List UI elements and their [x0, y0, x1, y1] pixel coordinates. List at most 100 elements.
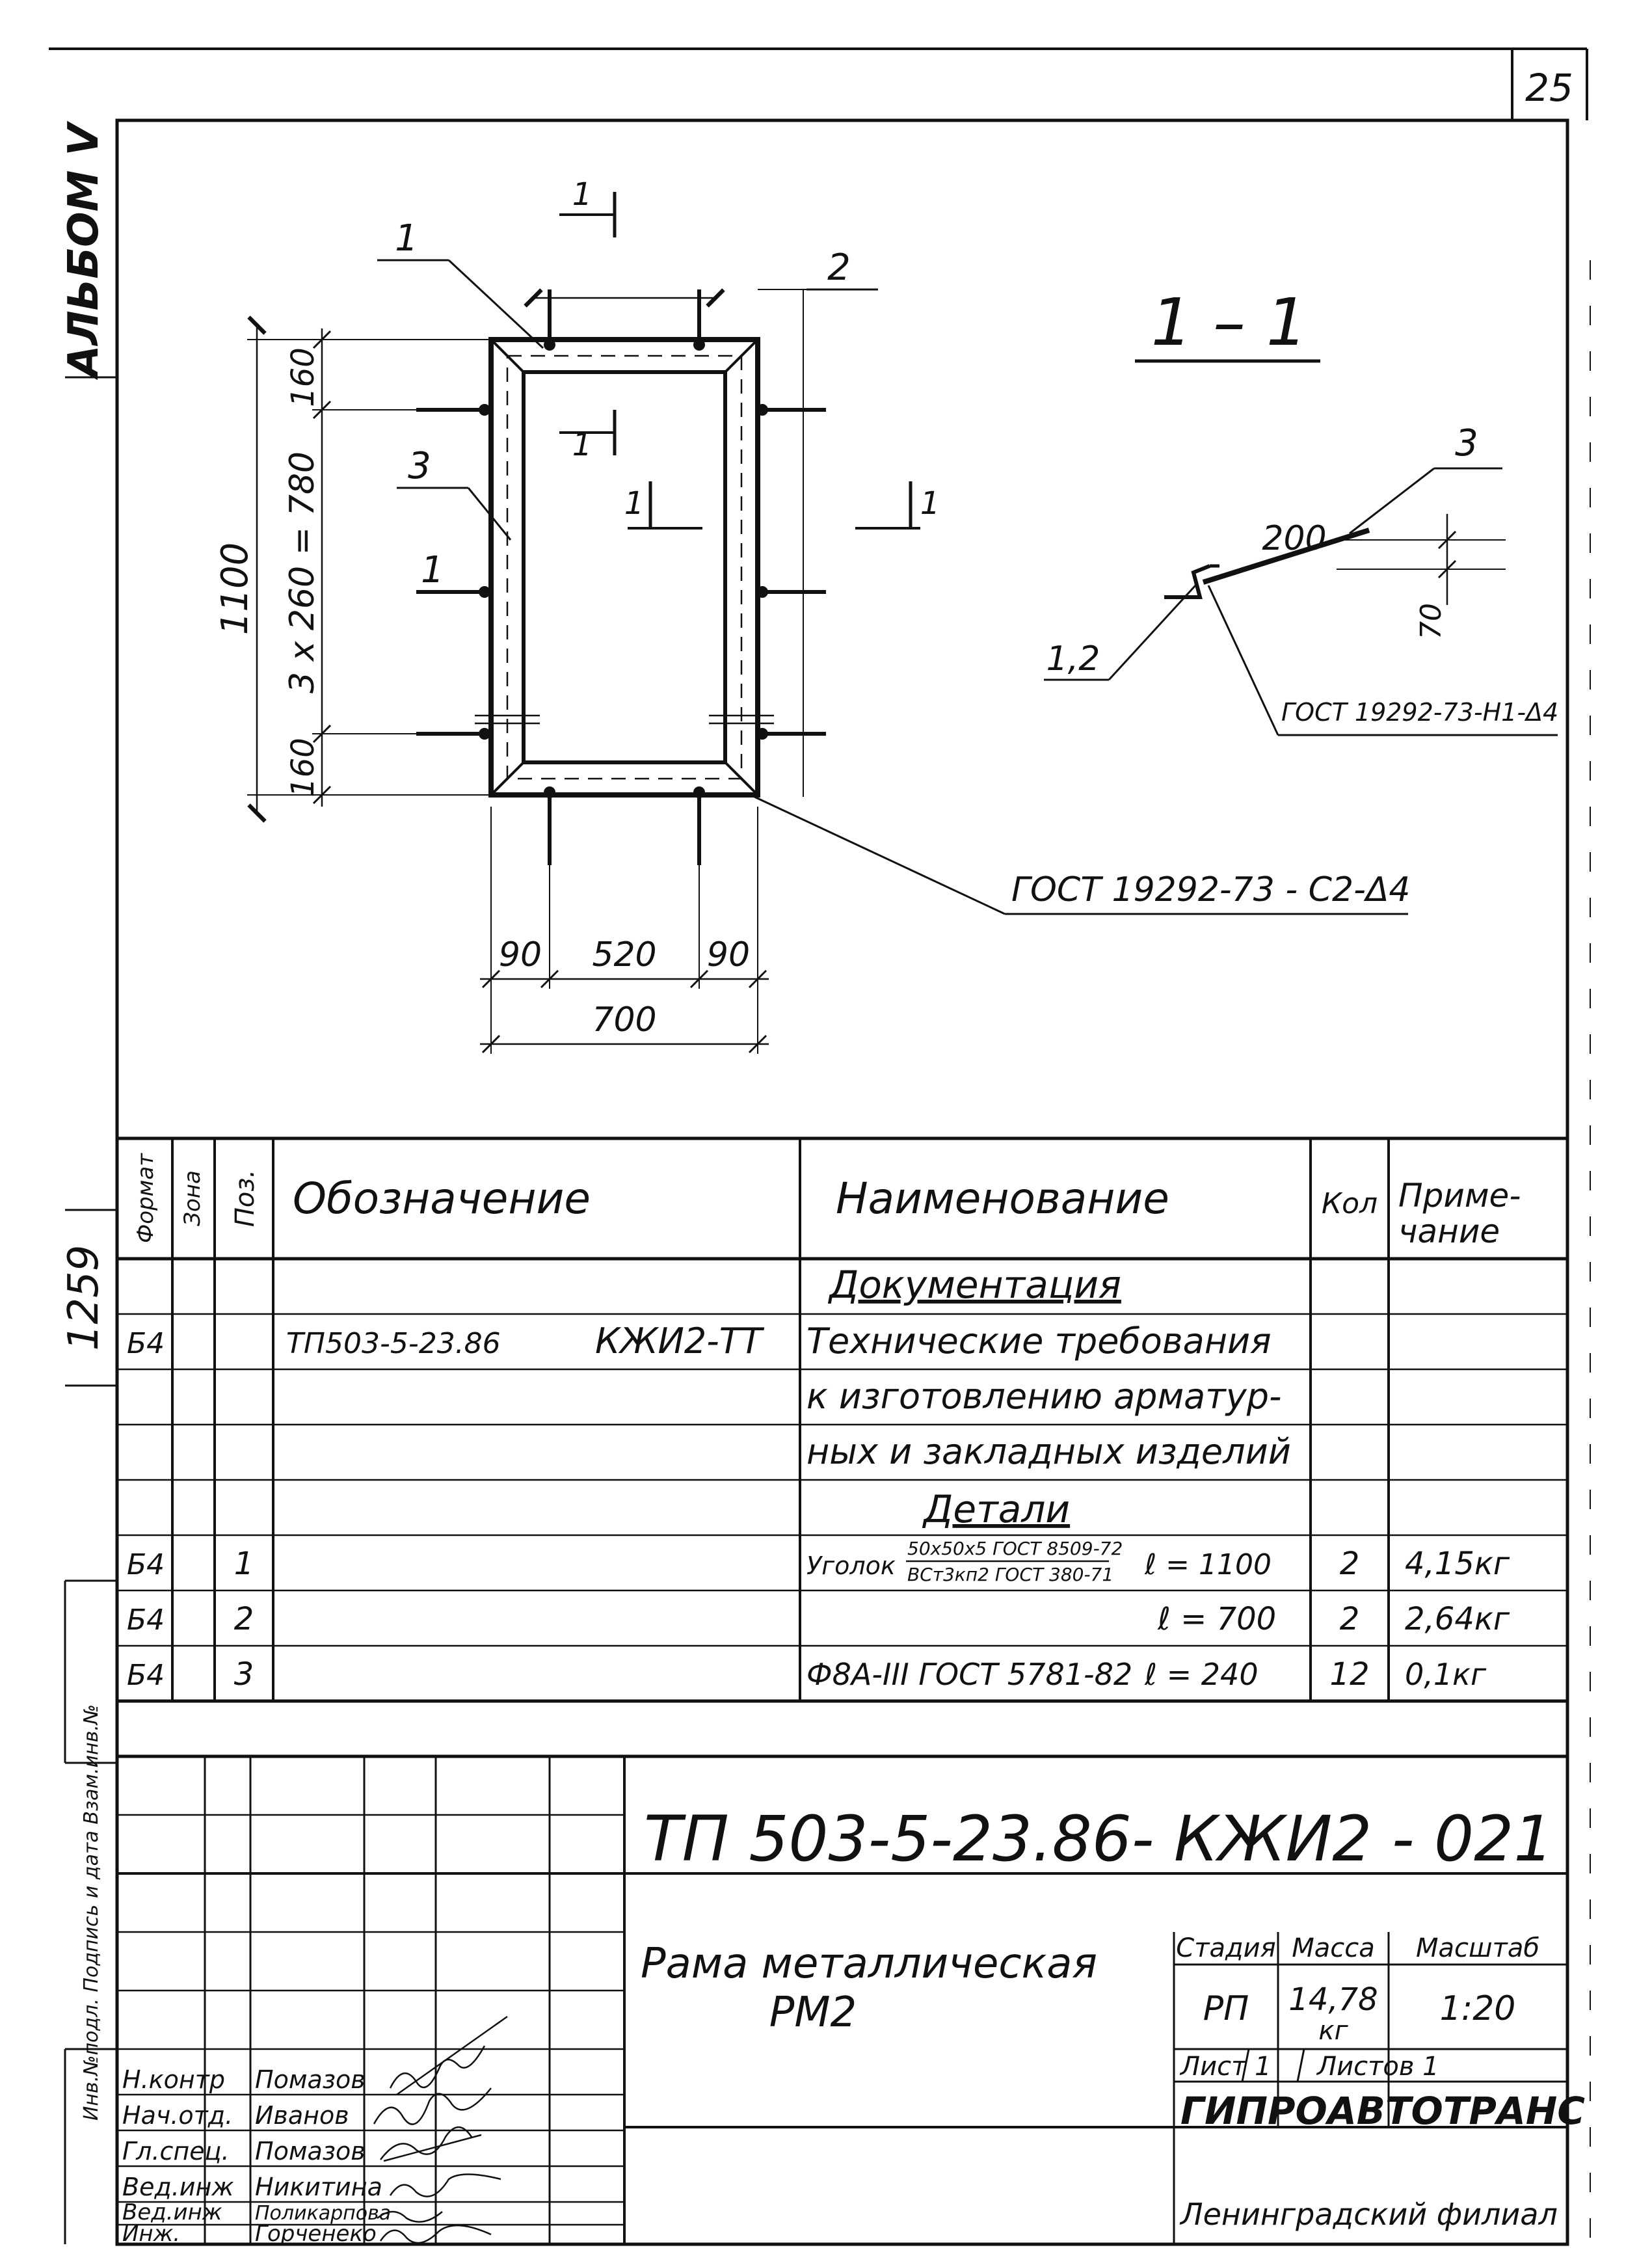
signatures	[373, 2015, 508, 2244]
row-2-length: ℓ = 700	[1157, 1601, 1276, 1637]
header-designation: Обозначение	[293, 1174, 591, 1224]
title-line-1: Рама металлическая	[641, 1940, 1097, 1988]
header-note-1: Приме-	[1398, 1177, 1521, 1214]
pos-3-label: 2	[827, 247, 851, 289]
title-block-text: ТП 503-5-23.86- КЖИ2 - 021 Рама металлич…	[122, 1803, 1585, 2247]
dim-right-part: 90	[707, 935, 750, 974]
signer-4-role: Вед.инж	[122, 2173, 234, 2201]
sheets-label: Листов 1	[1316, 2052, 1439, 2082]
row-3-format: Б4	[127, 1659, 165, 1692]
stage-value: РП	[1203, 1989, 1249, 2028]
header-format: Формат	[133, 1153, 159, 1243]
section-parts: Детали	[922, 1487, 1070, 1531]
row-1-name-prefix: Уголок	[806, 1551, 896, 1580]
pos-2-label: 1	[395, 217, 418, 260]
section-1-1-view: 1 – 1 200 3 70 1,2 ГОСТ 19292-73-Н1-Δ4	[1044, 284, 1558, 736]
bar-offset-label: 70	[1415, 603, 1448, 639]
mass-unit: кг	[1318, 2016, 1348, 2046]
title-line-2: РМ2	[769, 1989, 857, 2037]
pos-1-left-label: 1	[421, 549, 444, 591]
specification-table	[117, 1136, 1567, 1758]
row-1-fraction-top: 50x50x5 ГОСТ 8509-72	[907, 1538, 1123, 1559]
signer-1-name: Помазов	[255, 2065, 366, 2094]
row-2-qty: 2	[1340, 1601, 1360, 1637]
margin-signature-label: Инв.№подл. Подпись и дата Взам.инв.№	[80, 1704, 103, 2121]
signer-6-name: Горченеко	[255, 2221, 377, 2247]
dim-total-height: 1100	[214, 543, 256, 636]
spec-headers: Формат Зона Поз. Обозначение Наименовани…	[133, 1153, 1521, 1250]
organization-name: ГИПРОАВТОТРАНС	[1180, 2089, 1585, 2133]
header-zone: Зона	[180, 1170, 206, 1226]
section-mark-inner: 1	[572, 427, 593, 463]
signer-6-role: Инж.	[122, 2221, 180, 2247]
sheet-number: 25	[1525, 66, 1573, 110]
signer-1-role: Н.контр	[122, 2065, 225, 2094]
branch-name: Ленинградский филиал	[1179, 2197, 1558, 2232]
row-1-note: 4,15кг	[1405, 1546, 1510, 1582]
section-documentation: Документация	[827, 1263, 1121, 1307]
document-code: ТП 503-5-23.86- КЖИ2 - 021	[644, 1803, 1553, 1875]
row-3-qty: 12	[1329, 1656, 1369, 1693]
mass-label: Масса	[1292, 1933, 1375, 1963]
dimensions	[247, 288, 810, 1054]
row-1-format: Б4	[127, 1548, 165, 1581]
inventory-number: 1259	[60, 1245, 108, 1351]
dim-spacing: 3 x 260 = 780	[283, 451, 322, 693]
row-1-qty: 2	[1340, 1546, 1360, 1582]
signer-5-role: Вед.инж	[122, 2199, 222, 2225]
album-label: АЛЬБОМ V	[60, 120, 108, 381]
dim-left-part: 90	[499, 935, 542, 974]
section-mark-top: 1	[572, 176, 593, 213]
sheet-label: Лист 1	[1179, 2052, 1272, 2082]
mass-value: 14,78	[1288, 1981, 1378, 2018]
bar-length-label: 200	[1262, 519, 1326, 558]
header-note-2: чание	[1398, 1213, 1500, 1250]
signer-2-role: Нач.отд.	[122, 2101, 233, 2130]
doc-row-mark: КЖИ2-ТТ	[595, 1321, 765, 1362]
signer-2-name: Иванов	[255, 2101, 349, 2130]
position-leaders: 1 2 3 1	[377, 217, 878, 593]
title-block	[117, 1756, 1567, 2244]
dim-edge-bottom: 160	[285, 738, 321, 798]
row-1-fraction-bottom: ВСт3кп2 ГОСТ 380-71	[907, 1564, 1113, 1585]
scale-label: Масштаб	[1416, 1933, 1539, 1963]
doc-row-name-3: ных и закладных изделий	[806, 1431, 1291, 1472]
header-qty: Кол	[1322, 1187, 1378, 1220]
signer-5-name: Поликарпова	[255, 2202, 391, 2225]
doc-row-code: ТП503-5-23.86	[286, 1327, 501, 1360]
dim-total-width: 700	[592, 1000, 656, 1040]
frame-plan-view	[416, 289, 826, 865]
dim-edge-top: 160	[285, 347, 321, 407]
signer-4-name: Никитина	[255, 2173, 382, 2201]
section-mark-left: 1	[624, 485, 645, 522]
doc-row-name-1: Технические требования	[806, 1321, 1272, 1362]
row-3-note: 0,1кг	[1405, 1657, 1487, 1692]
row-1-pos: 1	[234, 1546, 254, 1582]
section-title: 1 – 1	[1151, 284, 1308, 360]
row-2-note: 2,64кг	[1405, 1601, 1510, 1637]
row-2-format: Б4	[127, 1603, 165, 1637]
doc-row-format: Б4	[127, 1327, 165, 1360]
row-1-length: ℓ = 1100	[1144, 1548, 1272, 1581]
section-marks: 1 1 1 1	[559, 176, 940, 530]
dim-middle-part: 520	[592, 935, 656, 974]
pos-1-label: 3	[408, 445, 431, 487]
signer-3-name: Помазов	[255, 2137, 366, 2166]
scale-value: 1:20	[1440, 1989, 1516, 2028]
weld-section-label: ГОСТ 19292-73-Н1-Δ4	[1281, 698, 1558, 727]
spec-rows: Документация Б4 ТП503-5-23.86 КЖИ2-ТТ Те…	[127, 1263, 1510, 1693]
signer-3-role: Гл.спец.	[122, 2137, 230, 2166]
weld-main-label: ГОСТ 19292-73 - С2-Δ4	[1011, 870, 1411, 909]
row-3-length: ℓ = 240	[1144, 1657, 1259, 1692]
header-name: Наименование	[836, 1174, 1169, 1224]
sheet-frame	[49, 47, 1591, 2246]
row-3-pos: 3	[234, 1656, 254, 1693]
row-3-name: Ф8А-III ГОСТ 5781-82	[806, 1657, 1132, 1692]
dimension-labels: 1100 3 x 260 = 780 160 160 90 520 90 700	[214, 347, 750, 1040]
doc-row-name-2: к изготовлению арматур-	[806, 1376, 1281, 1417]
section-pos-12-label: 1,2	[1046, 639, 1100, 678]
section-mark-right: 1	[920, 485, 940, 522]
row-2-pos: 2	[234, 1601, 254, 1637]
stage-label: Стадия	[1176, 1933, 1275, 1963]
